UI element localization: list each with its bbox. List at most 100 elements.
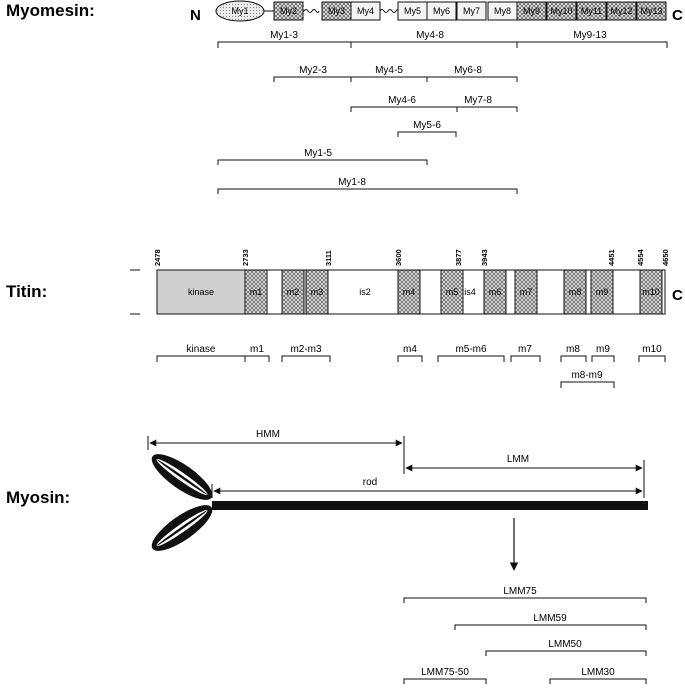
fragment-label: My5-6 bbox=[413, 120, 441, 131]
myomesin-domain-label: My12 bbox=[610, 6, 632, 16]
titin-fragments: kinase m1 m2-m3 m4 m5-m6 m7 m8 m9 m8-m9 … bbox=[156, 344, 666, 388]
fragment-bracket bbox=[397, 355, 423, 362]
myomesin-domain-label: My6 bbox=[433, 6, 450, 16]
myomesin-domain-label: My7 bbox=[463, 6, 480, 16]
titin-residue-number: 4554 bbox=[636, 248, 645, 266]
fragment-label: My6-8 bbox=[454, 65, 482, 76]
fragment-label: My1-8 bbox=[338, 177, 366, 188]
fragment-bracket bbox=[217, 188, 518, 194]
myosin-rod bbox=[212, 501, 648, 510]
fragment-bracket bbox=[560, 355, 587, 362]
fragment-label: LMM59 bbox=[533, 613, 567, 624]
fragment-label: LMM75 bbox=[503, 586, 537, 597]
fragment-label: m2-m3 bbox=[290, 344, 322, 355]
myomesin-title: Myomesin: bbox=[6, 1, 95, 20]
myomesin-domain-my2 bbox=[273, 1, 304, 21]
titin-residue-number: 3111 bbox=[324, 250, 333, 266]
fragment-label: m8-m9 bbox=[571, 370, 603, 381]
titin-domain-label: kinase bbox=[188, 287, 214, 297]
titin-domain-label: m3 bbox=[311, 287, 324, 297]
rod-label: rod bbox=[363, 477, 377, 488]
fragment-bracket bbox=[217, 41, 352, 48]
fragment-label: My1-3 bbox=[270, 30, 298, 41]
titin-residue-number: 2733 bbox=[241, 249, 250, 266]
fragment-bracket bbox=[437, 355, 505, 362]
titin-domain-label: m6 bbox=[489, 287, 502, 297]
fragment-bracket bbox=[403, 678, 487, 684]
fragment-label: m1 bbox=[250, 344, 264, 355]
fragment-bracket bbox=[403, 597, 647, 603]
myosin-title: Myosin: bbox=[6, 488, 70, 507]
titin-residue-number: 3877 bbox=[454, 249, 463, 266]
fragment-label: LMM75-50 bbox=[421, 667, 469, 678]
fragment-bracket bbox=[397, 131, 457, 137]
myomesin-domain-my9 bbox=[516, 1, 547, 21]
titin-domain-label: is4 bbox=[464, 287, 476, 297]
myomesin-domain-my4 bbox=[350, 1, 381, 21]
lmm-label: LMM bbox=[507, 454, 529, 465]
titin-domain-label: m4 bbox=[403, 287, 416, 297]
titin-domain-label: m7 bbox=[520, 287, 533, 297]
fragment-bracket bbox=[638, 355, 666, 362]
titin-domain-label: m9 bbox=[596, 287, 609, 297]
fragment-bracket bbox=[350, 106, 458, 112]
fragment-label: m8 bbox=[566, 344, 580, 355]
fragment-label: My4-5 bbox=[375, 65, 403, 76]
myosin-head-upper bbox=[151, 454, 213, 500]
fragment-label: m5-m6 bbox=[455, 344, 487, 355]
fragment-label: LMM30 bbox=[581, 667, 615, 678]
myomesin-domain-my7 bbox=[456, 1, 487, 21]
myomesin-domain-label: My8 bbox=[494, 6, 511, 16]
titin-domain-label: m5 bbox=[446, 287, 459, 297]
titin-residue-number: 4650 bbox=[661, 249, 670, 266]
fragment-bracket bbox=[510, 355, 541, 362]
myomesin-domain-label: My1 bbox=[231, 6, 248, 16]
fragment-bracket bbox=[485, 650, 647, 656]
fragment-bracket bbox=[456, 106, 518, 112]
myomesin-domain-label: My11 bbox=[581, 6, 602, 16]
titin-residue-number: 2478 bbox=[153, 249, 162, 266]
myosin-fragments: LMM75 LMM59 LMM50 LMM75-50 LMM30 bbox=[403, 586, 647, 684]
titin-domain-m3 bbox=[305, 269, 329, 315]
myomesin-domain-label: My10 bbox=[550, 6, 572, 16]
titin-residue-number: 3943 bbox=[480, 249, 489, 266]
myomesin-domain-my13 bbox=[636, 1, 667, 21]
fragment-label: My9-13 bbox=[573, 30, 607, 41]
myosin-section: Myosin: HMM LMM rod bbox=[6, 429, 648, 571]
fragment-bracket bbox=[156, 355, 246, 362]
fragment-label: My1-5 bbox=[304, 148, 332, 159]
myomesin-domain-my12 bbox=[606, 1, 637, 21]
myomesin-domain-label: My9 bbox=[523, 6, 540, 16]
myosin-head-lower bbox=[151, 505, 213, 551]
fragment-bracket bbox=[281, 355, 331, 362]
titin-domain-m2 bbox=[281, 269, 305, 315]
myomesin-domain-my10 bbox=[546, 1, 577, 21]
titin-kinase-domain bbox=[156, 269, 246, 315]
myomesin-domain-my6 bbox=[426, 1, 457, 21]
fragment-label: kinase bbox=[187, 344, 216, 355]
titin-domain-m5 bbox=[440, 269, 464, 315]
fragment-label: m4 bbox=[403, 344, 417, 355]
titin-domain-label: m2 bbox=[287, 287, 300, 297]
titin-domain-m8 bbox=[563, 269, 587, 315]
hmm-label: HMM bbox=[256, 429, 280, 440]
myomesin-domain-label: My3 bbox=[328, 6, 345, 16]
myomesin-domain-my11 bbox=[576, 1, 607, 21]
fragment-label: m7 bbox=[518, 344, 532, 355]
fragment-label: My2-3 bbox=[299, 65, 327, 76]
titin-title: Titin: bbox=[6, 282, 47, 301]
fragment-bracket bbox=[273, 76, 352, 82]
myomesin-domain-label: My13 bbox=[640, 6, 662, 16]
fragment-bracket bbox=[350, 41, 518, 48]
fragment-bracket bbox=[217, 159, 428, 165]
fragment-label: My4-6 bbox=[388, 95, 416, 106]
fragment-bracket bbox=[560, 381, 615, 388]
titin-domain-label: m1 bbox=[250, 287, 263, 297]
myomesin-n-terminus: N bbox=[190, 7, 201, 24]
fragment-bracket bbox=[591, 355, 615, 362]
titin-residue-number: 4451 bbox=[607, 249, 616, 266]
titin-domain-m4 bbox=[397, 269, 421, 315]
